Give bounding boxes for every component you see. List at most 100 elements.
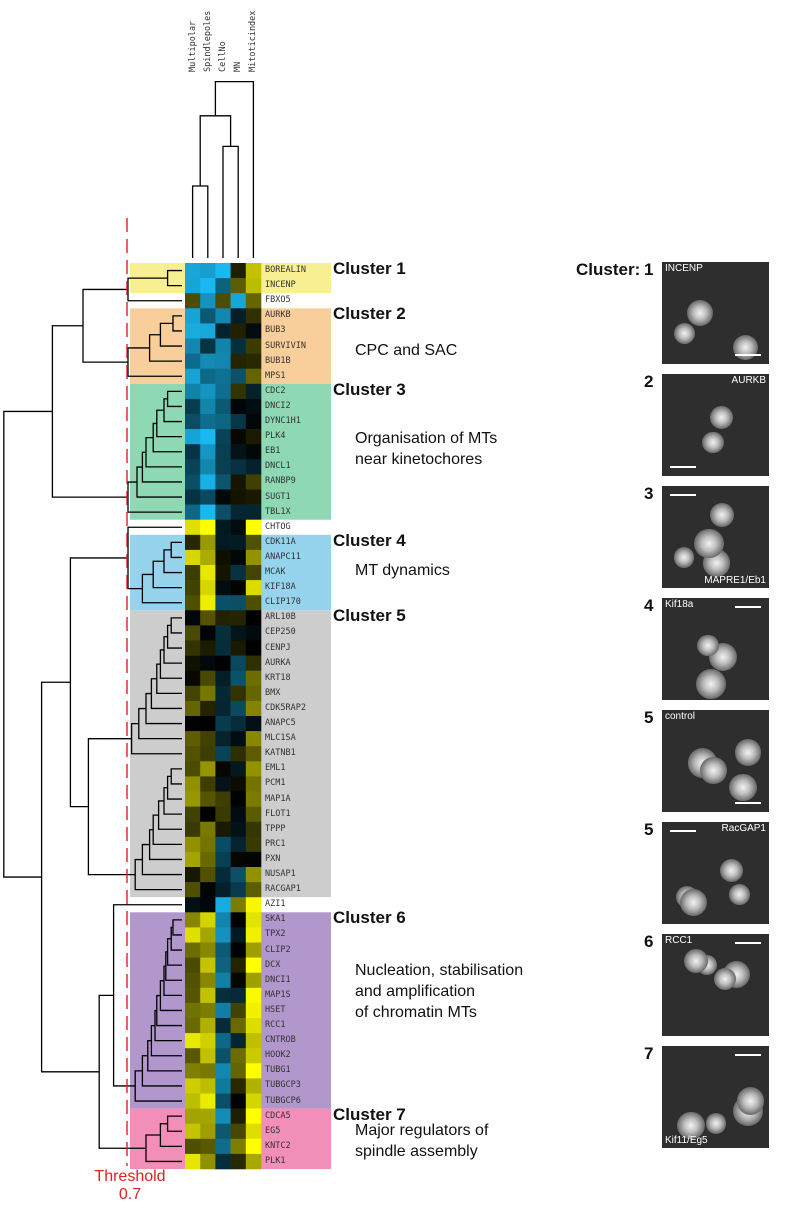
heatmap-cell [230,1048,247,1064]
heatmap-cell [200,716,216,732]
panel-number: 7 [644,1044,654,1063]
heatmap-cell [215,776,231,792]
heatmap-cell [245,323,262,339]
heatmap-cell [230,489,247,505]
heatmap-cell [230,534,247,551]
row-dendrogram [3,269,182,1163]
heatmap-cell [215,836,231,853]
heatmap-cell [200,821,216,838]
heatmap-cell [215,685,231,702]
heatmap-cell [185,1018,201,1034]
gene-label: EML1 [265,763,286,774]
heatmap-cell [215,670,231,687]
gene-label: KNTC2 [265,1140,291,1151]
heatmap-cell [200,806,216,822]
gene-label: BMX [265,687,281,698]
column-label: MN [233,61,244,72]
heatmap-cell [200,474,216,490]
gene-label: KIF18A [265,582,296,593]
heatmap-cell [200,504,216,520]
heatmap-cell [245,1153,262,1170]
gene-label: ARL10B [265,612,296,623]
dendrogram-link [199,115,232,186]
cell-nucleus [719,858,743,883]
gene-label: FBXO5 [265,295,291,306]
heatmap-cell [215,927,231,943]
gene-label: DNCI1 [265,974,291,985]
heatmap-cell [215,595,231,611]
heatmap-cell [215,972,231,989]
gene-label: MPS1 [265,370,286,381]
heatmap-cell [185,278,201,294]
heatmap-cell [185,821,201,838]
heatmap-cell [200,459,216,475]
heatmap-cell [245,625,262,641]
panel-label: INCENP [665,263,703,274]
heatmap-cell [245,1033,262,1049]
heatmap-cell [185,685,201,702]
heatmap-cell [245,912,262,928]
heatmap-cell [215,610,231,626]
heatmap-cell [245,897,262,913]
heatmap-cell [230,882,247,898]
gene-label: PLK4 [265,431,286,442]
heatmap-cell [185,444,201,460]
dendrogram-link [51,325,128,498]
heatmap-cell [245,278,262,294]
heatmap-cell [215,761,231,777]
heatmap-cell [230,308,247,324]
gene-label: RCC1 [265,1020,286,1030]
cluster-description: CPC and SAC [355,342,458,359]
heatmap-cell [200,731,216,747]
heatmap-cell [230,565,247,581]
heatmap-cell [215,791,231,807]
microscopy-panel: RacGAP1 [662,822,769,924]
heatmap-cell [245,851,262,868]
heatmap-cell [200,655,216,671]
heatmap-cell [230,685,247,702]
heatmap-cell [215,806,231,822]
heatmap-cell [215,1093,231,1109]
heatmap-cell [200,610,216,626]
heatmap-cell [245,1093,262,1109]
heatmap-cell [245,700,262,717]
heatmap-cell [230,263,247,279]
heatmap-cell [185,459,201,475]
cell-nucleus [710,406,733,430]
heatmap-cell [230,429,247,445]
panel-label: control [665,711,696,722]
heatmap-cell [200,987,216,1004]
heatmap-cell [200,414,216,430]
heatmap-cell [215,414,231,430]
cluster-title: Cluster 4 [333,530,406,550]
heatmap-cell [245,1063,262,1079]
heatmap-cell [230,776,247,792]
heatmap-cell [230,580,247,596]
heatmap-cell [245,746,262,762]
gene-label: MAP1S [265,989,291,1000]
heatmap-cell [230,1018,247,1034]
heatmap-cell [200,927,216,943]
heatmap-cell [185,957,201,973]
heatmap-cell [200,912,216,928]
heatmap-cell [200,685,216,702]
heatmap-cell [245,716,262,732]
heatmap-cell [185,595,201,611]
scale-bar [670,830,696,832]
heatmap-cell [185,806,201,822]
heatmap-cell [185,1048,201,1064]
microscopy-panel: Kif18a [662,598,769,700]
gene-label: EG5 [265,1125,281,1136]
heatmap-cell [185,640,201,656]
heatmap-cell [200,278,216,294]
heatmap-cell [245,927,262,943]
heatmap-cell [215,383,231,400]
gene-label: KRT18 [265,672,291,683]
panel-label: MAPRE1/Eb1 [704,575,766,586]
heatmap-cell [200,942,216,958]
heatmap-cell [245,972,262,989]
cell-nucleus [684,949,708,973]
heatmap-cell [200,640,216,656]
cell-nucleus [702,431,724,454]
